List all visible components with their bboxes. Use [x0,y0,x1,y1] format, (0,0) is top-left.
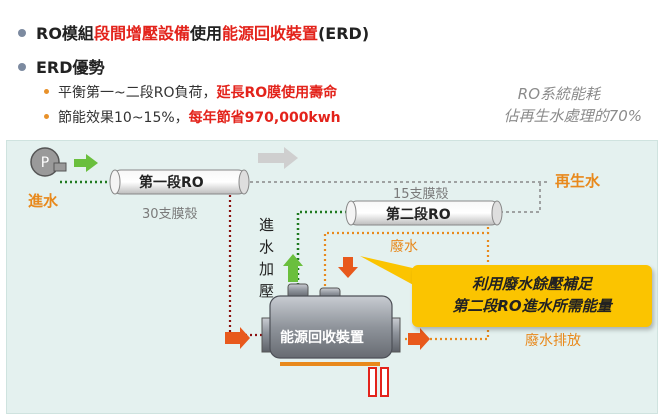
erd-label: 能源回收裝置 [280,330,364,346]
sub-bullet-highlight: 每年節省970,000kwh [188,110,341,126]
waste-down-arrow-icon [338,257,358,278]
stage2-waste-line [323,222,490,290]
boost-label-4: 壓 [259,282,275,300]
bullet-title: ERD優勢 [36,58,105,77]
sub-bullet-text: 節能效果10~15%， [58,110,189,126]
pump-icon [30,147,60,177]
sub-bullet-dot-icon [44,113,49,119]
bullet-dot-icon [18,62,26,71]
sub-bullet-text: 平衡第一~二段RO負荷， [58,85,217,101]
pump-label: P [41,155,49,171]
erd-out-arrow-icon [408,328,430,350]
erd-stand-right [380,367,389,397]
boost-label-2: 水 [259,238,275,256]
energy-note-line2: 佔再生水處理的70% [503,107,642,125]
callout-line1: 利用廢水餘壓補足 [471,275,592,293]
boost-label-3: 加 [259,260,275,278]
boost-label-1: 進 [259,216,275,234]
energy-note-line1: RO系統能耗 [517,85,600,103]
discharge-label: 廢水排放 [525,333,581,349]
inlet-label: 進水 [28,192,59,210]
waste-label: 廢水 [390,239,418,255]
stage1-count-label: 30支膜殼 [142,207,198,222]
bullet-dot-icon [18,28,26,37]
callout-line2: 第二段RO進水所需能量 [452,297,612,315]
erd-base [280,362,380,366]
sub-bullet-highlight: 延長RO膜使用壽命 [216,85,338,101]
sub-bullet-energy: 節能效果10~15%，每年節省970,000kwh [44,107,341,127]
sub-bullet-dot-icon [44,88,49,94]
bullet-erd-usage: RO模組段間增壓設備使用能源回收裝置(ERD) [18,20,369,44]
stage2-count-label: 15支膜殼 [393,187,449,202]
bullet-text-mid: 使用 [189,24,222,43]
stage2-ro-label: 第二段RO [386,207,451,223]
bullet-text: RO模組 [36,24,94,43]
product-water-label: 再生水 [555,172,601,190]
boost-up-arrow-icon [283,254,303,282]
bullet-erd-advantages: ERD優勢 [18,54,105,78]
callout-box: 利用廢水餘壓補足 第二段RO進水所需能量 [412,265,652,327]
boost-to-stage2-line [296,210,348,290]
stage2-product-line [500,182,541,213]
sub-bullet-balance: 平衡第一~二段RO負荷，延長RO膜使用壽命 [44,82,337,102]
erd-body [269,295,393,359]
bullet-highlight: 段間增壓設備 [93,24,190,43]
stage1-to-erd-line [228,185,262,337]
erd-stand-left [368,367,377,397]
feed-arrow-icon [74,154,98,172]
erd-in-arrow-icon [225,327,250,349]
bullet-highlight: 能源回收裝置 [221,24,318,43]
grey-arrow-icon [258,147,298,169]
bullet-text: (ERD) [317,24,370,43]
stage1-ro-label: 第一段RO [139,175,204,191]
